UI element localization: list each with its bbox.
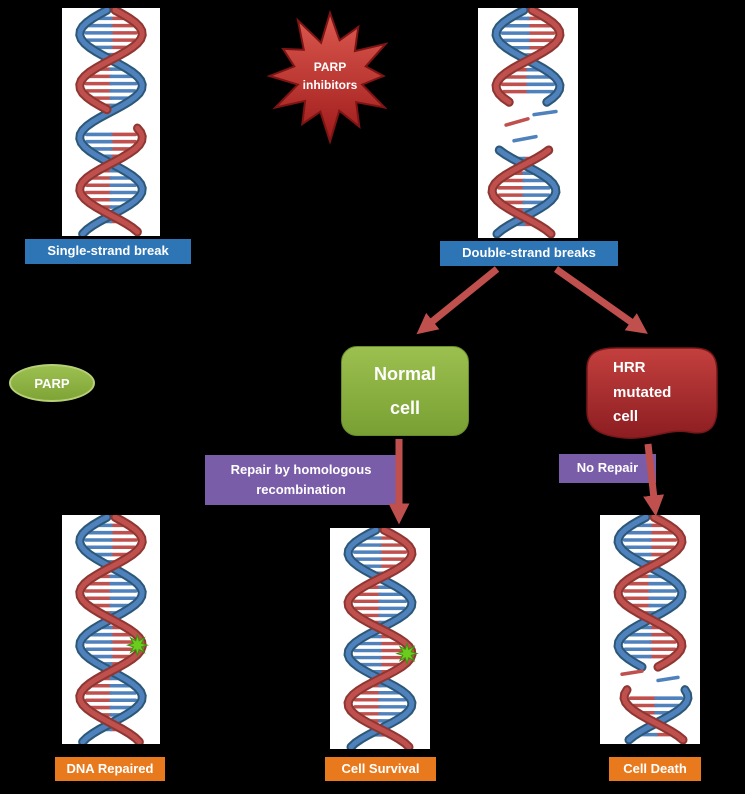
parp-label: PARP (34, 375, 70, 391)
double-strand-breaks-label: Double-strand breaks (440, 241, 618, 266)
parp-inhibitors-burst: PARP inhibitors (262, 9, 398, 145)
single-strand-break-label: Single-strand break (25, 239, 191, 264)
arrow-dsb-to-hrr-cell (553, 266, 648, 334)
dna-helix-cell-survival-icon (343, 528, 419, 749)
repair-homologous-label: Repair by homologous recombination (205, 455, 397, 505)
hrr-mutated-cell-label: HRR mutated cell (613, 358, 672, 426)
dna-panel-cell-survival (330, 528, 430, 749)
burst-icon (266, 9, 389, 145)
dna-panel-double-strand (478, 8, 578, 238)
dna-panel-single-strand (62, 8, 160, 236)
no-repair-label: No Repair (559, 454, 656, 483)
dna-panel-repaired (62, 515, 160, 744)
dna-helix-cell-death-icon (613, 515, 693, 744)
arrow-dsb-to-normal-cell (416, 266, 500, 335)
normal-cell-shape: Normal cell (341, 346, 469, 436)
hrr-wave-shape-icon (586, 347, 718, 439)
parp-ellipse: PARP (9, 364, 95, 402)
dna-helix-single-strand-break-icon (75, 8, 147, 236)
hrr-mutated-cell-shape: HRR mutated cell (575, 343, 720, 443)
parp-inhibitors-label: PARP inhibitors (302, 60, 358, 92)
dna-panel-cell-death (600, 515, 700, 744)
cell-survival-label: Cell Survival (325, 757, 436, 781)
cell-death-label: Cell Death (609, 757, 701, 781)
dna-helix-repaired-icon (75, 515, 150, 744)
dna-helix-double-strand-breaks-icon (487, 8, 565, 238)
dna-repaired-label: DNA Repaired (55, 757, 165, 781)
